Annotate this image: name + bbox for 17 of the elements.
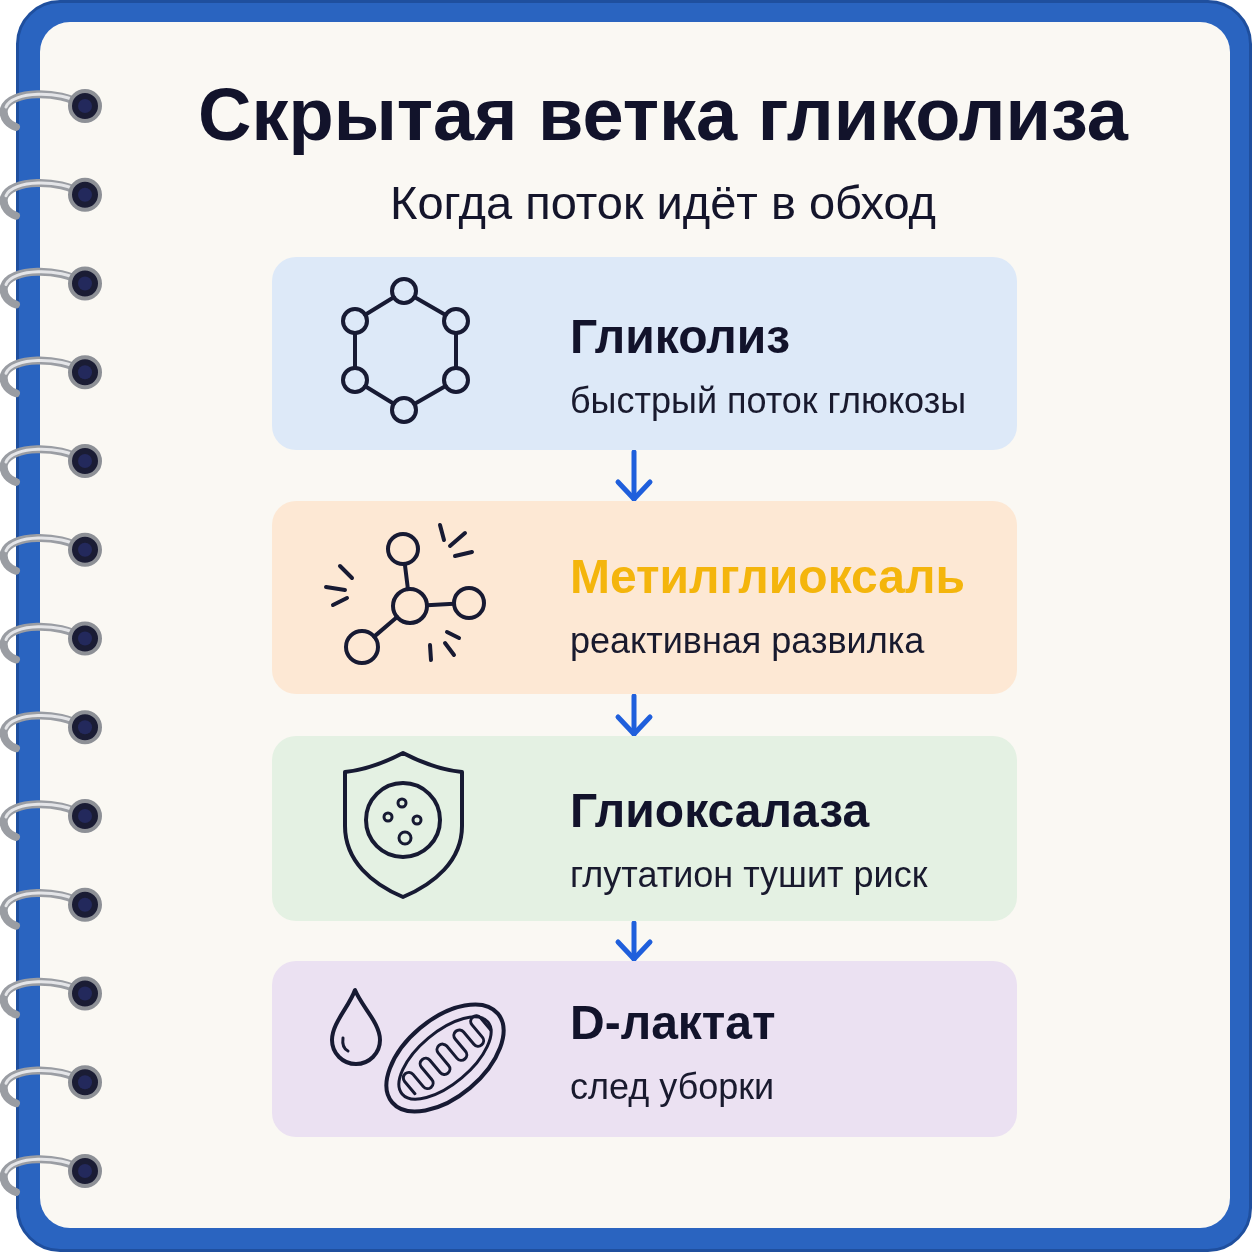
- step-description: реактивная развилка: [570, 620, 926, 662]
- arrow: [615, 693, 653, 737]
- arrow: [615, 920, 653, 962]
- arrow: [615, 449, 653, 502]
- step-card: [272, 736, 1017, 921]
- title: Скрытая ветка гликолиза: [196, 72, 1130, 158]
- step-heading: Гликолиз: [570, 309, 792, 365]
- subtitle: Когда поток идёт в обход: [389, 175, 937, 231]
- step-heading: Метилглиоксаль: [570, 549, 967, 605]
- step-description: след уборки: [570, 1066, 776, 1108]
- step-card: [272, 257, 1017, 450]
- step-heading: Глиоксалаза: [570, 783, 871, 839]
- step-description: глутатион тушит риск: [570, 854, 929, 896]
- step-description: быстрый поток глюкозы: [570, 380, 968, 422]
- step-heading: D-лактат: [570, 995, 777, 1051]
- step-card: [272, 501, 1017, 694]
- step-card: [272, 961, 1017, 1137]
